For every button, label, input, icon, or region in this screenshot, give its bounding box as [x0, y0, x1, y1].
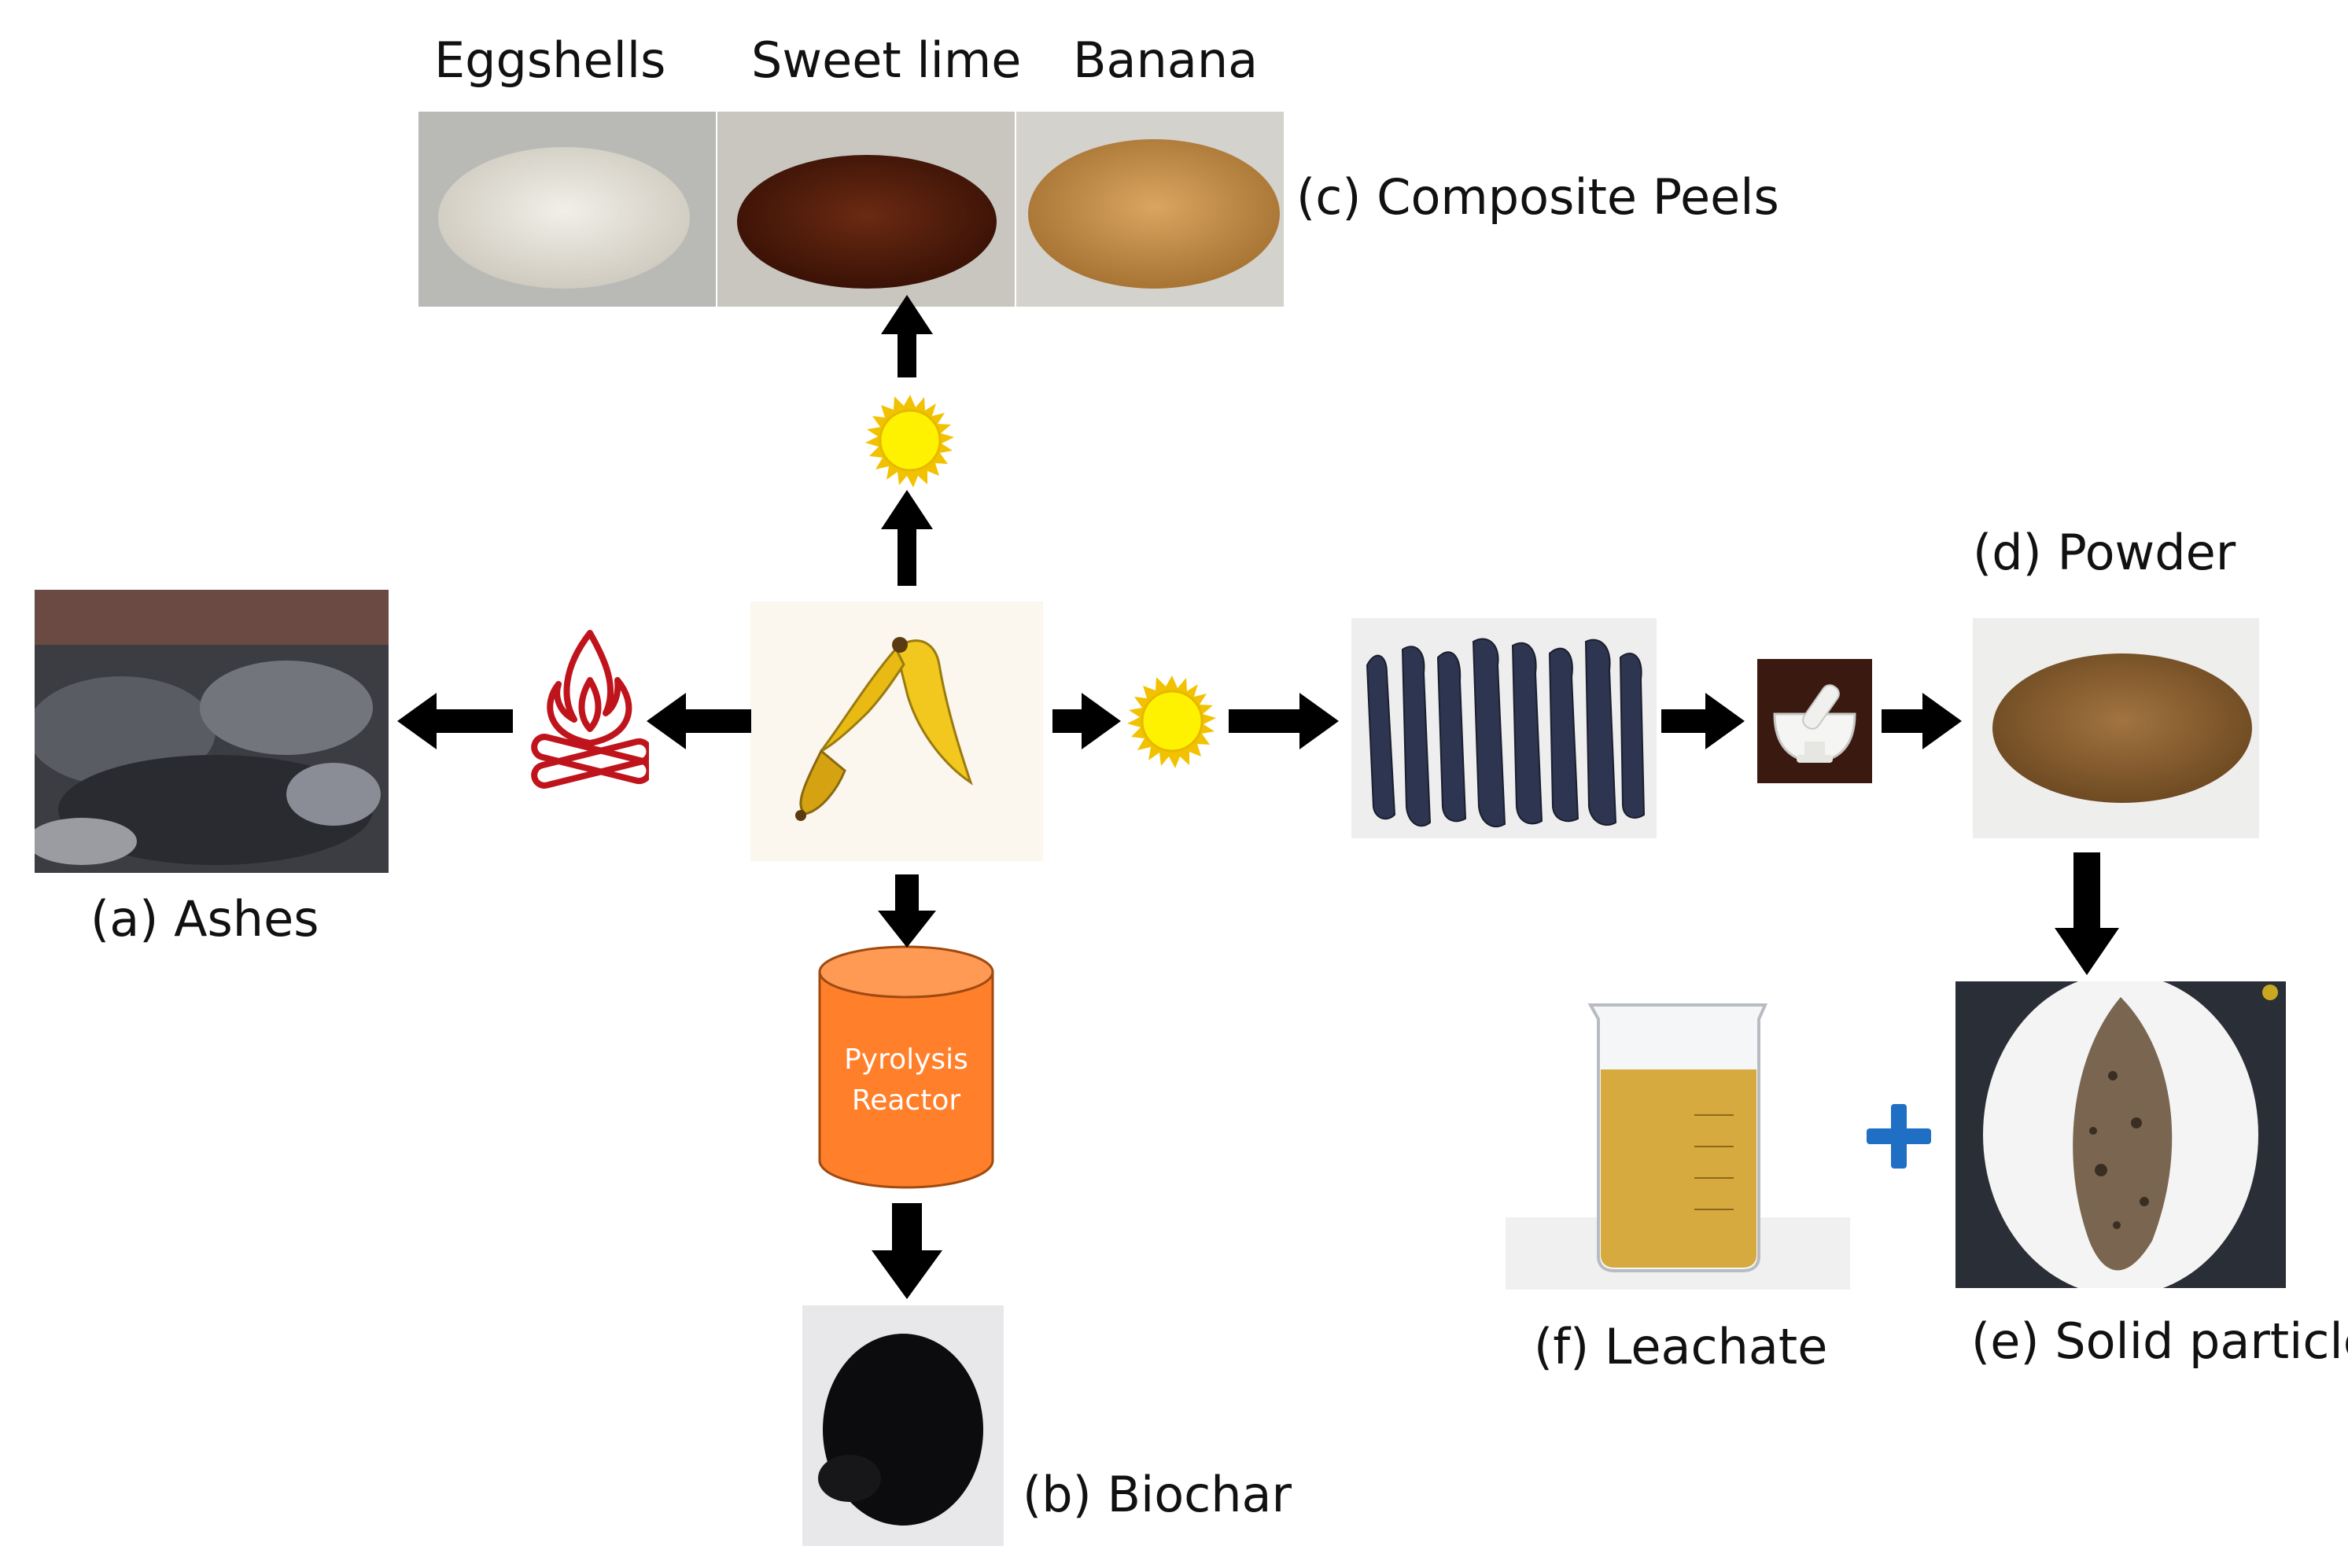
arrow-right-banana-to-sun [1052, 693, 1121, 749]
arrow-down-banana-to-reactor [878, 874, 936, 948]
dried-peels-image [1351, 618, 1657, 838]
mortar-pestle-icon [1757, 659, 1872, 783]
label-ashes: (a) Ashes [90, 890, 319, 948]
label-banana: Banana [1073, 31, 1259, 89]
label-solid-particles: (e) Solid particles [1971, 1312, 2348, 1370]
solid-particles-image [1955, 981, 2286, 1288]
leachate-beaker-image [1506, 981, 1850, 1290]
sun-icon [1126, 674, 1218, 770]
label-sweet-lime: Sweet lime [751, 31, 1022, 89]
eggshell-powder-image [418, 112, 716, 307]
powder-image [1973, 618, 2259, 838]
label-biochar: (b) Biochar [1023, 1466, 1292, 1523]
arrow-up-sun-to-peels [881, 295, 933, 377]
arrow-right-sun-to-dried-peels [1229, 693, 1339, 749]
arrow-right-dried-peels-to-mortar [1661, 693, 1745, 749]
reactor-label-line1: Pyrolysis [844, 1043, 968, 1076]
ashes-image [35, 590, 389, 873]
arrow-left-fire-to-ashes [397, 693, 513, 749]
banana-peel-powder-image [1016, 112, 1284, 307]
campfire-icon [531, 625, 649, 790]
reactor-label-line2: Reactor [851, 1084, 961, 1117]
reactor-label: Pyrolysis Reactor [812, 1040, 1001, 1121]
label-powder: (d) Powder [1973, 524, 2236, 581]
arrow-down-reactor-to-biochar [872, 1203, 942, 1299]
biochar-image [802, 1305, 1004, 1546]
banana-peel-image [750, 602, 1043, 861]
arrow-left-banana-to-fire [647, 693, 751, 749]
label-leachate: (f) Leachate [1534, 1318, 1828, 1375]
arrow-down-powder-to-particles [2055, 852, 2119, 975]
plus-icon [1867, 1104, 1931, 1169]
arrow-right-mortar-to-powder [1882, 693, 1962, 749]
sweet-lime-powder-image [717, 112, 1015, 307]
arrow-up-banana-to-sun [881, 490, 933, 586]
sun-icon [864, 393, 956, 489]
pyrolysis-reactor [816, 944, 996, 1191]
label-composite-peels: (c) Composite Peels [1296, 168, 1779, 226]
label-eggshells: Eggshells [434, 31, 666, 89]
